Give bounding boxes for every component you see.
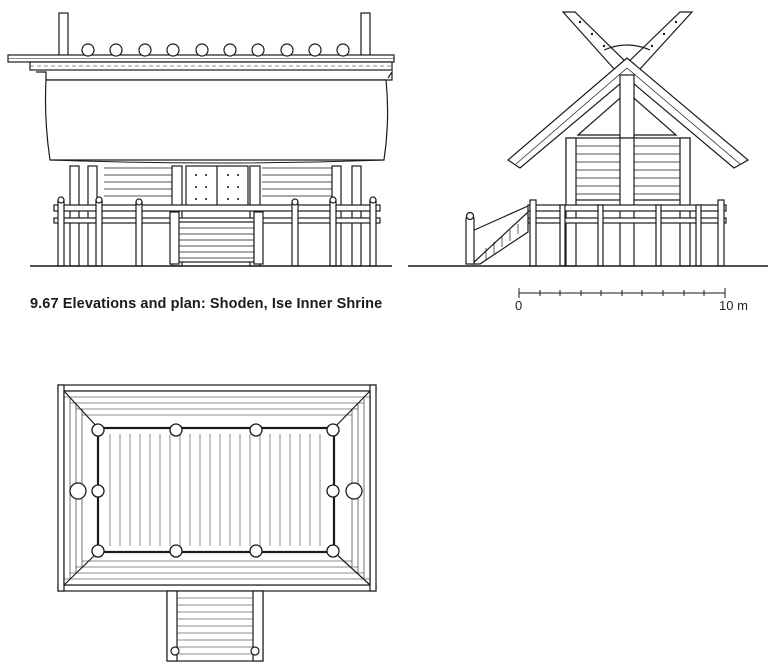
scale-start-label: 0 [515, 298, 523, 313]
side-elevation [408, 11, 768, 267]
figure-caption: 9.67 Elevations and plan: Shoden, Ise In… [30, 296, 383, 312]
plan-columns [69, 423, 363, 558]
front-elevation [7, 12, 395, 267]
scale-bar [518, 288, 726, 298]
katsuogi-row [81, 43, 350, 57]
floor-plan [57, 384, 377, 662]
scale-end-label: 10 m [719, 298, 748, 313]
